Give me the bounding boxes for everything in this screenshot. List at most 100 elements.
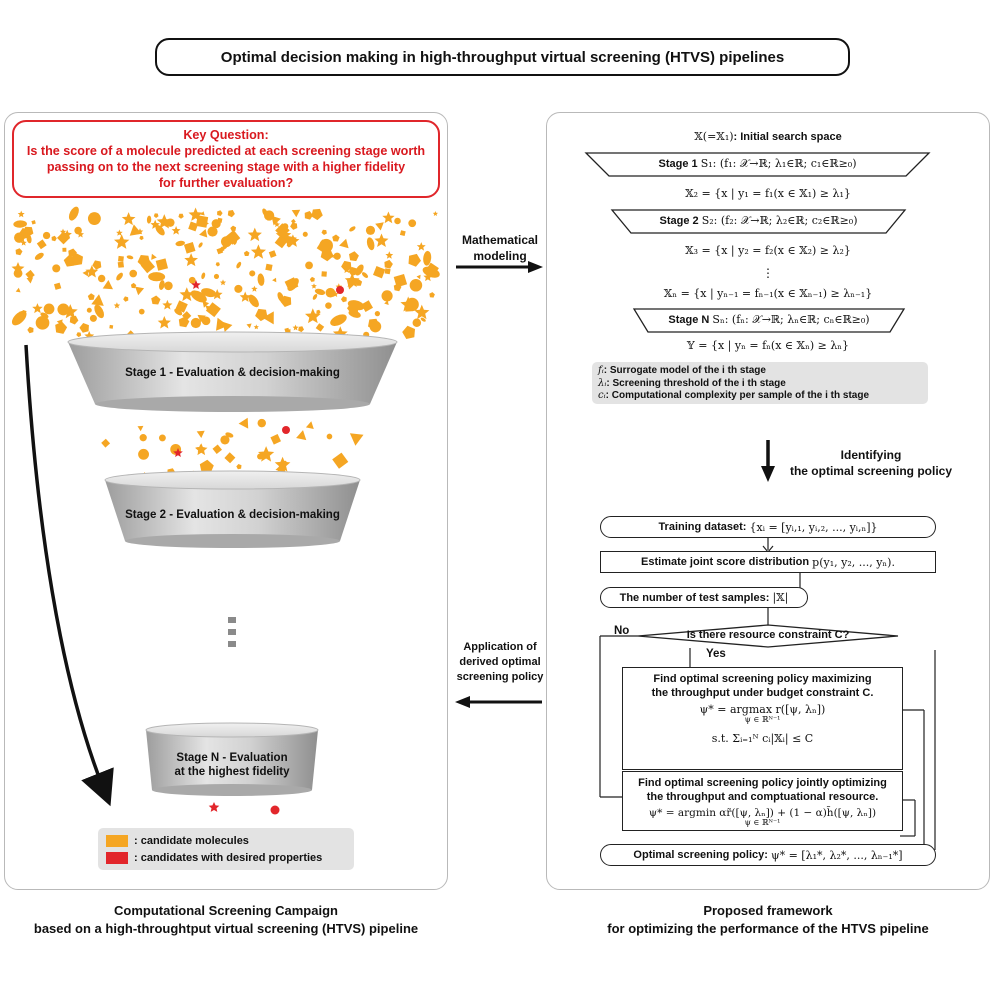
molecule — [148, 272, 166, 282]
flow-connectors — [599, 538, 936, 850]
molecule — [135, 286, 145, 296]
molecule — [89, 314, 97, 322]
molecule — [343, 265, 351, 273]
molecule — [275, 462, 286, 473]
molecule — [284, 327, 290, 333]
molecule — [162, 299, 173, 310]
molecule — [26, 277, 34, 284]
molecule — [159, 280, 165, 290]
molecule — [200, 211, 205, 216]
molecule — [52, 264, 61, 273]
molecule — [76, 230, 84, 238]
molecule — [349, 433, 364, 446]
page-title: Optimal decision making in high-throughp… — [155, 38, 850, 76]
molecule — [257, 453, 264, 460]
molecule — [236, 261, 242, 269]
molecule — [255, 308, 268, 322]
molecule — [250, 244, 266, 259]
molecule — [121, 212, 136, 226]
molecule — [416, 242, 426, 251]
stageN-label-wrap: Stage N - Evaluation at the highest fide… — [146, 751, 318, 779]
y-set: 𝕐 = {x | yₙ = fₙ(x ∈ 𝕏ₙ) ≥ λₙ} — [686, 339, 850, 352]
key-question-line: Is the score of a molecule predicted at … — [26, 144, 426, 158]
molecule — [113, 302, 121, 309]
molecule — [305, 261, 313, 270]
molecule — [408, 253, 421, 267]
molecule — [87, 212, 101, 225]
molecule — [274, 235, 288, 249]
molecule — [25, 269, 35, 280]
molecule — [216, 317, 229, 331]
molecule — [349, 251, 359, 262]
molecule — [129, 269, 138, 278]
molecule — [225, 230, 241, 245]
molecule — [140, 259, 155, 274]
molecule — [57, 303, 70, 316]
molecule — [174, 308, 183, 316]
molecule — [298, 326, 304, 333]
molecule — [17, 210, 25, 218]
molecule — [116, 272, 123, 281]
molecule — [179, 287, 195, 302]
molecule — [13, 220, 27, 228]
molecule — [151, 295, 161, 305]
legend-item-candidates: : candidate molecules — [106, 835, 249, 847]
molecule — [225, 432, 234, 438]
molecule — [314, 288, 326, 295]
molecule — [171, 226, 181, 235]
xN-set: 𝕏ₙ = {x | yₙ₋₁ = fₙ₋₁(x ∈ 𝕏ₙ₋₁) ≥ λₙ₋₁} — [663, 287, 873, 300]
molecule — [55, 321, 68, 334]
stageN-trapezoid — [632, 308, 906, 333]
stageN-funnel — [145, 722, 319, 796]
molecule — [399, 230, 406, 236]
molecule — [51, 235, 57, 242]
molecule — [265, 263, 273, 271]
molecule — [79, 323, 89, 333]
molecule — [27, 326, 34, 334]
stage1-label-wrap: Stage 1 - Evaluation & decision-making — [68, 367, 397, 379]
molecule — [302, 231, 308, 237]
final-desired-molecules — [208, 802, 280, 815]
x3-set: 𝕏₃ = {x | y₂ = f₂(x ∈ 𝕏₂) ≥ λ₂} — [685, 244, 851, 257]
molecule — [155, 225, 165, 236]
def-f: fᵢ: Surrogate model of the i th stage — [598, 365, 766, 376]
molecule — [309, 276, 315, 282]
definitions-box: fᵢ: Surrogate model of the i th stage λᵢ… — [592, 362, 928, 404]
molecule — [62, 304, 78, 319]
molecule — [195, 443, 208, 456]
molecule — [116, 229, 123, 236]
molecule — [348, 310, 361, 318]
left-caption: Computational Screening Campaign based o… — [33, 903, 419, 936]
molecule — [114, 234, 130, 249]
molecule — [197, 314, 206, 323]
molecule — [284, 277, 299, 291]
molecule — [384, 259, 393, 269]
molecule — [243, 250, 250, 256]
molecule — [211, 289, 223, 300]
molecule — [332, 234, 340, 242]
molecule — [215, 262, 220, 267]
molecule — [227, 210, 235, 218]
molecule — [212, 444, 222, 454]
molecule — [123, 296, 129, 302]
stage2-definition: Stage 2 S₂: (f₂: 𝒳→ℝ; λ₂∈ℝ; c₂∈ℝ≥₀) — [659, 214, 858, 227]
molecule — [268, 250, 277, 258]
molecule — [86, 307, 92, 313]
molecule — [316, 309, 321, 315]
application-arrow — [455, 696, 542, 708]
molecule — [355, 264, 364, 276]
estimate-box: Estimate joint score distribution p(y₁, … — [600, 551, 936, 573]
x2-set: 𝕏₂ = {x | y₁ = f₁(x ∈ 𝕏₁) ≥ λ₁} — [685, 187, 851, 200]
optimize-joint-box: Find optimal screening policy jointly op… — [622, 771, 903, 831]
molecule — [253, 324, 259, 330]
def-c: cᵢ: Computational complexity per sample … — [598, 390, 869, 401]
stage1-trapezoid — [584, 152, 931, 177]
molecule — [15, 287, 21, 293]
molecule — [305, 421, 314, 429]
molecule — [224, 452, 236, 464]
molecule — [175, 240, 185, 247]
molecule — [432, 211, 438, 216]
modeling-arrow — [456, 261, 543, 273]
molecule — [416, 274, 421, 280]
molecule — [54, 282, 62, 290]
